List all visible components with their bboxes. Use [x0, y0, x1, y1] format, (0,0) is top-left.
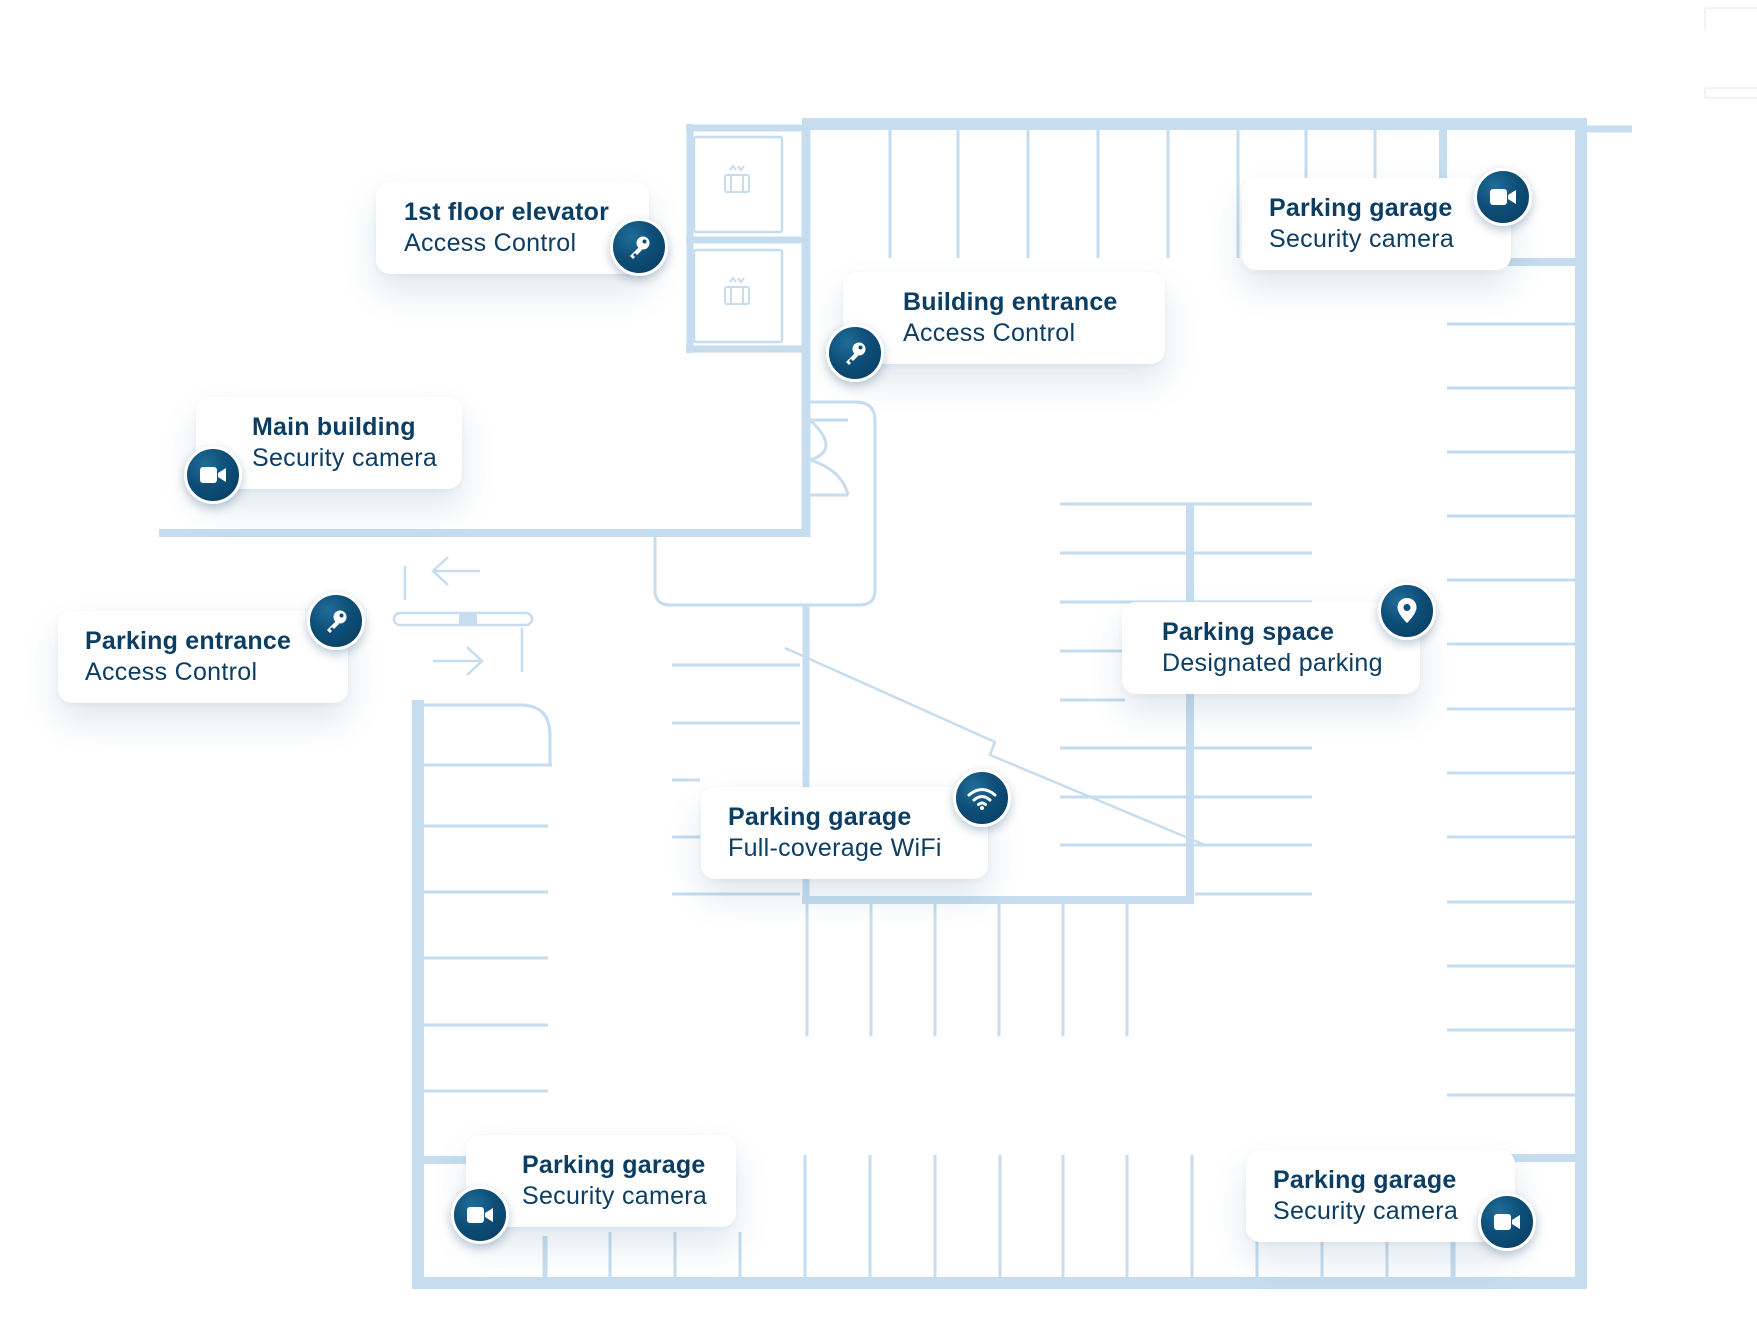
- label-title: Parking garage: [522, 1151, 706, 1179]
- label-subtitle: Security camera: [1269, 225, 1455, 253]
- label-parking-space: Parking space Designated parking: [1122, 602, 1420, 694]
- label-title: Parking entrance: [85, 627, 292, 655]
- key-icon: [307, 592, 365, 650]
- label-title: Parking garage: [1273, 1166, 1457, 1194]
- label-subtitle: Access Control: [85, 658, 258, 686]
- map-pin-icon: [1378, 582, 1436, 640]
- label-subtitle: Security camera: [1273, 1197, 1459, 1225]
- key-icon: [610, 218, 668, 276]
- label-title: 1st floor elevator: [404, 198, 610, 226]
- wifi-icon: [953, 769, 1011, 827]
- camera-icon: [184, 446, 242, 504]
- camera-icon: [1474, 168, 1532, 226]
- label-title: Main building: [252, 413, 416, 441]
- label-elevator-access: 1st floor elevator Access Control: [376, 182, 649, 274]
- label-building-entrance: Building entrance Access Control: [843, 272, 1165, 364]
- camera-icon: [1478, 1193, 1536, 1251]
- label-subtitle: Access Control: [903, 319, 1076, 347]
- label-title: Parking space: [1162, 618, 1335, 646]
- label-garage-camera-bottom-right: Parking garage Security camera: [1246, 1150, 1515, 1242]
- label-title: Building entrance: [903, 288, 1118, 316]
- label-title: Parking garage: [728, 803, 912, 831]
- label-garage-camera-bottom-left: Parking garage Security camera: [466, 1135, 736, 1227]
- label-subtitle: Access Control: [404, 229, 577, 257]
- label-garage-camera-top: Parking garage Security camera: [1242, 178, 1511, 270]
- key-icon: [826, 324, 884, 382]
- label-subtitle: Designated parking: [1162, 649, 1383, 677]
- label-parking-entrance: Parking entrance Access Control: [58, 611, 348, 703]
- label-subtitle: Security camera: [522, 1182, 708, 1210]
- label-subtitle: Full-coverage WiFi: [728, 834, 942, 862]
- label-garage-wifi: Parking garage Full-coverage WiFi: [701, 787, 988, 879]
- camera-icon: [451, 1186, 509, 1244]
- label-subtitle: Security camera: [252, 444, 438, 472]
- label-title: Parking garage: [1269, 194, 1453, 222]
